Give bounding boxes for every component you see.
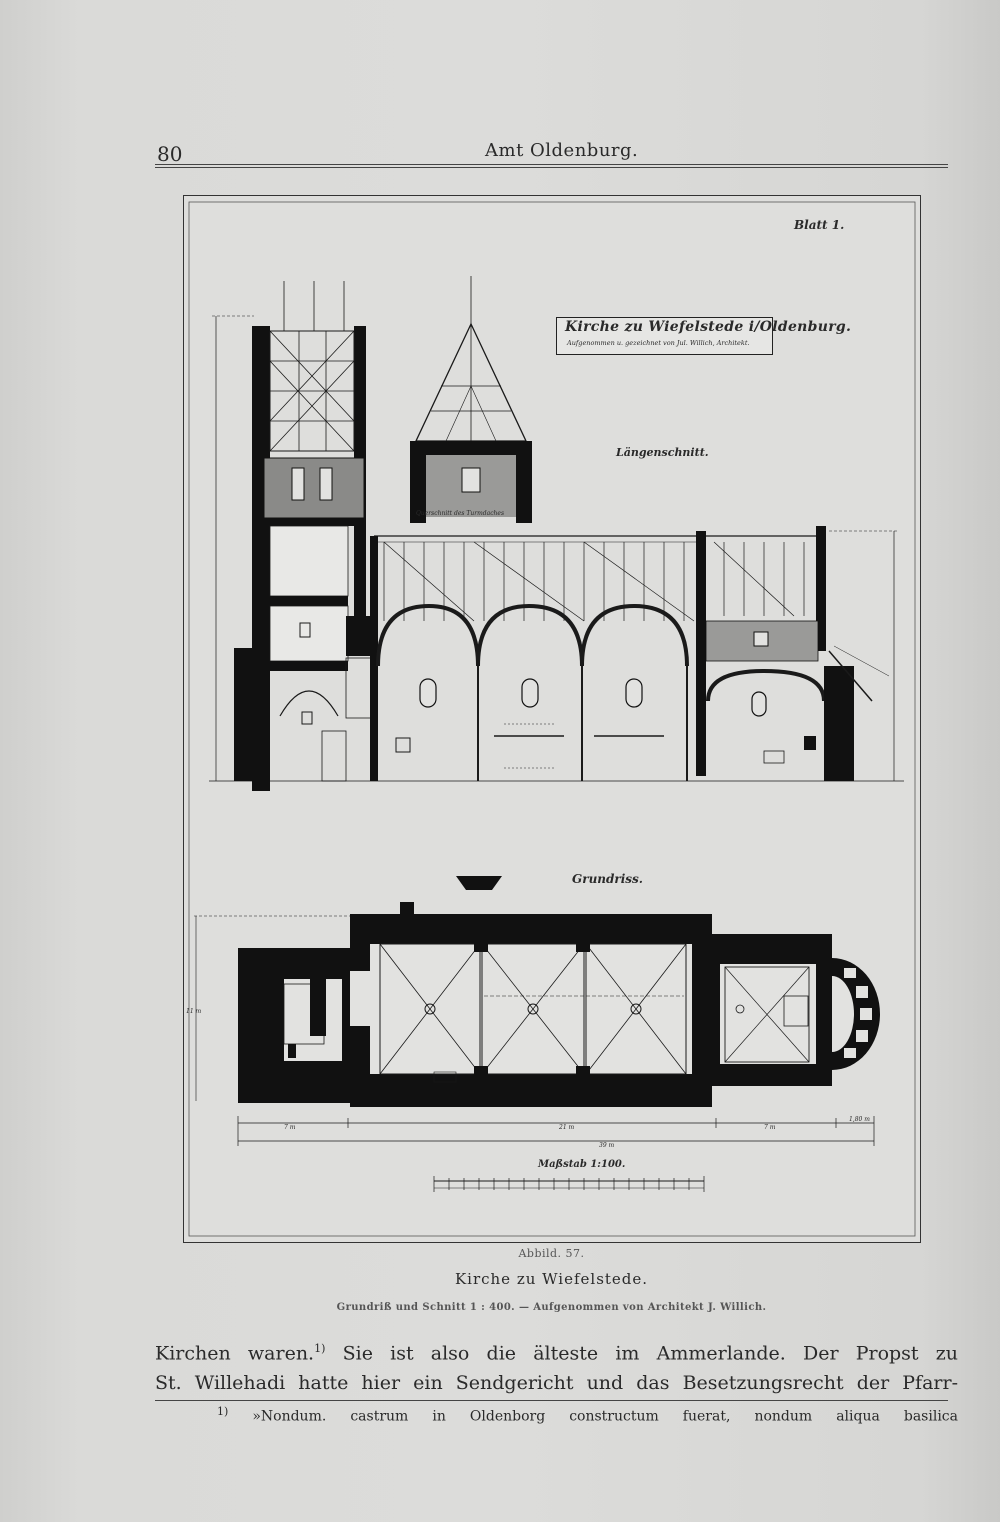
header-rule-top	[155, 164, 948, 165]
dimension-label: 1,80 m	[849, 1116, 870, 1123]
page-number: 80	[157, 142, 183, 166]
footnote: 1) »Nondum. castrum in Oldenborg constru…	[155, 1405, 958, 1425]
footnote-rule	[155, 1400, 948, 1401]
scale-title: Maßstab 1:100.	[538, 1159, 626, 1170]
figure-number: Abbild. 57.	[518, 1247, 585, 1260]
page-header: 80 Amt Oldenburg.	[155, 138, 948, 168]
dimension-label: 11 m	[186, 1008, 202, 1015]
header-rule-bottom	[155, 167, 948, 168]
body-line-1: Kirchen waren.1) Sie ist also die ältest…	[155, 1342, 958, 1364]
sheet-label: Blatt 1.	[794, 218, 845, 232]
longitudinal-section	[209, 276, 904, 791]
plan-title: Grundriss.	[572, 872, 643, 886]
section-title: Längenschnitt.	[616, 446, 709, 459]
footnote-marker: 1)	[217, 1405, 229, 1418]
dimension-label: 21 m	[559, 1124, 575, 1131]
cartouche-subtitle: Aufgenommen u. gezeichnet von Jul. Willi…	[567, 339, 750, 347]
body-text-a: Kirchen waren.	[155, 1342, 315, 1365]
cartouche-title: Kirche zu Wiefelstede i/Oldenburg.	[565, 319, 852, 335]
figure-detail: Grundriß und Schnitt 1 : 400. — Aufgenom…	[336, 1302, 767, 1313]
figure-title: Kirche zu Wiefelstede.	[454, 1270, 649, 1288]
running-title: Amt Oldenburg.	[485, 140, 639, 161]
dimension-label: 7 m	[284, 1124, 296, 1131]
architectural-plate: Blatt 1. Kirche zu Wiefelstede i/Oldenbu…	[183, 195, 921, 1243]
floor-plan	[194, 876, 880, 1192]
gable-caption: Querschnitt des Turmdaches	[415, 510, 505, 517]
body-line-2: St. Willehadi hatte hier ein Sendgericht…	[155, 1372, 958, 1394]
footnote-text: »Nondum. castrum in Oldenborg constructu…	[228, 1408, 958, 1425]
footnote-ref: 1)	[314, 1342, 326, 1355]
church-drawing	[188, 201, 916, 1237]
dimension-label: 39 m	[599, 1142, 615, 1149]
title-cartouche: Kirche zu Wiefelstede i/Oldenburg. Aufge…	[556, 317, 851, 355]
dimension-label: 7 m	[764, 1124, 776, 1131]
body-text-b: Sie ist also die älteste im Ammerlande. …	[325, 1342, 959, 1365]
